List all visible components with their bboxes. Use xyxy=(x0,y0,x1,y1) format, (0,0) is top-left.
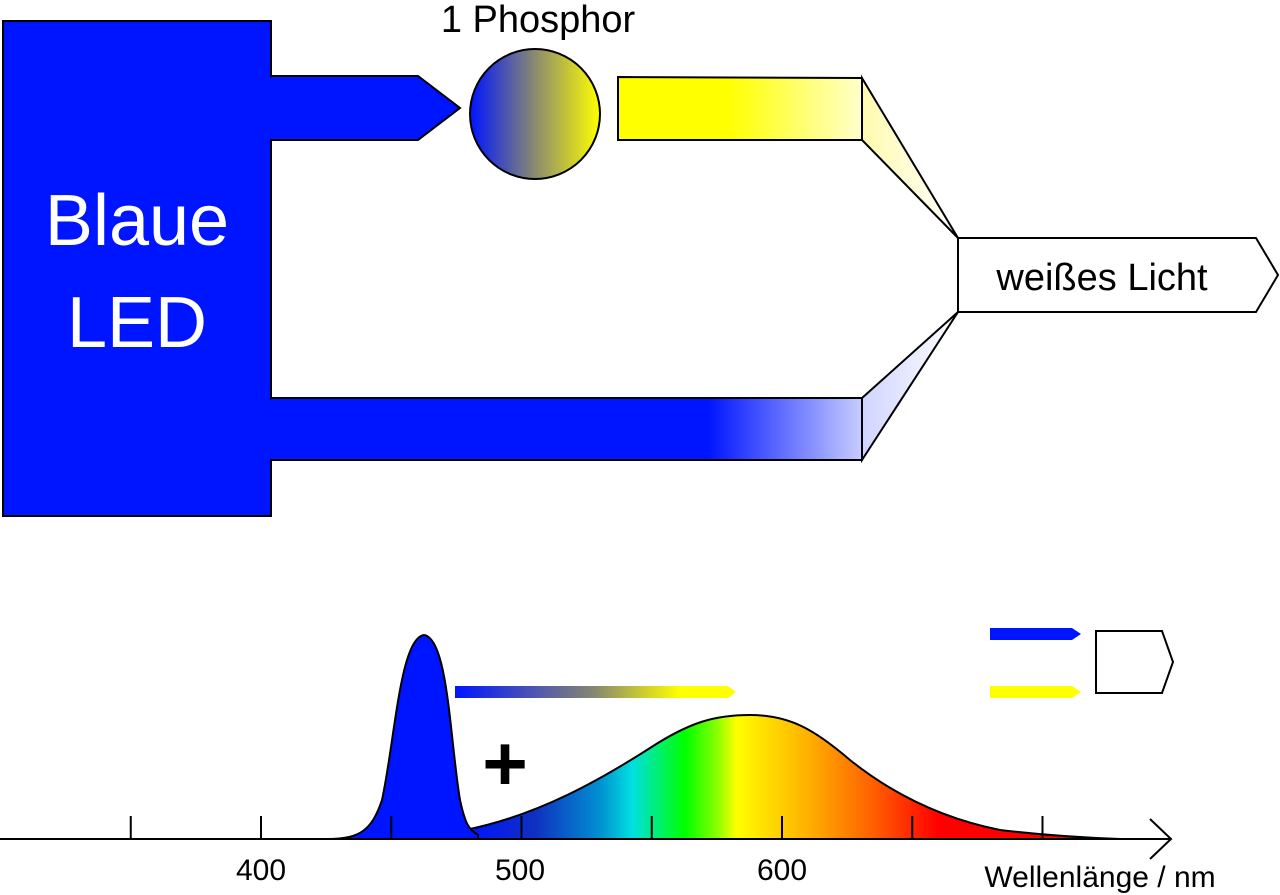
phosphor-circle xyxy=(469,48,601,180)
led-label-line2: LED xyxy=(67,283,207,363)
conversion-arrow-icon xyxy=(455,686,736,698)
blue-beam-direct xyxy=(271,397,863,461)
blue-led-spectrum-peak xyxy=(327,633,479,840)
mini-white-output-icon xyxy=(1095,630,1175,694)
phosphor-label: 1 Phosphor xyxy=(441,0,636,41)
led-label-line1: Blaue xyxy=(45,181,229,261)
yellow-fan xyxy=(861,74,959,239)
white-light-arrow xyxy=(957,237,1280,313)
axis-label: Wellenlänge / nm xyxy=(984,861,1215,894)
axis-ticks xyxy=(129,816,1044,839)
plus-sign: + xyxy=(482,719,528,807)
phosphor-spectrum xyxy=(469,713,1121,840)
blue-beam-to-phosphor xyxy=(271,75,462,141)
mini-blue-arrow-icon xyxy=(990,628,1081,640)
output-label: weißes Licht xyxy=(995,257,1208,299)
tick-label-600: 600 xyxy=(757,854,807,887)
tick-label-400: 400 xyxy=(236,854,286,887)
blue-fan xyxy=(861,311,959,464)
blue-led-block xyxy=(2,20,272,517)
yellow-beam xyxy=(617,75,863,141)
tick-label-500: 500 xyxy=(495,854,545,887)
mini-yellow-arrow-icon xyxy=(990,686,1081,698)
wavelength-axis xyxy=(0,818,1173,860)
